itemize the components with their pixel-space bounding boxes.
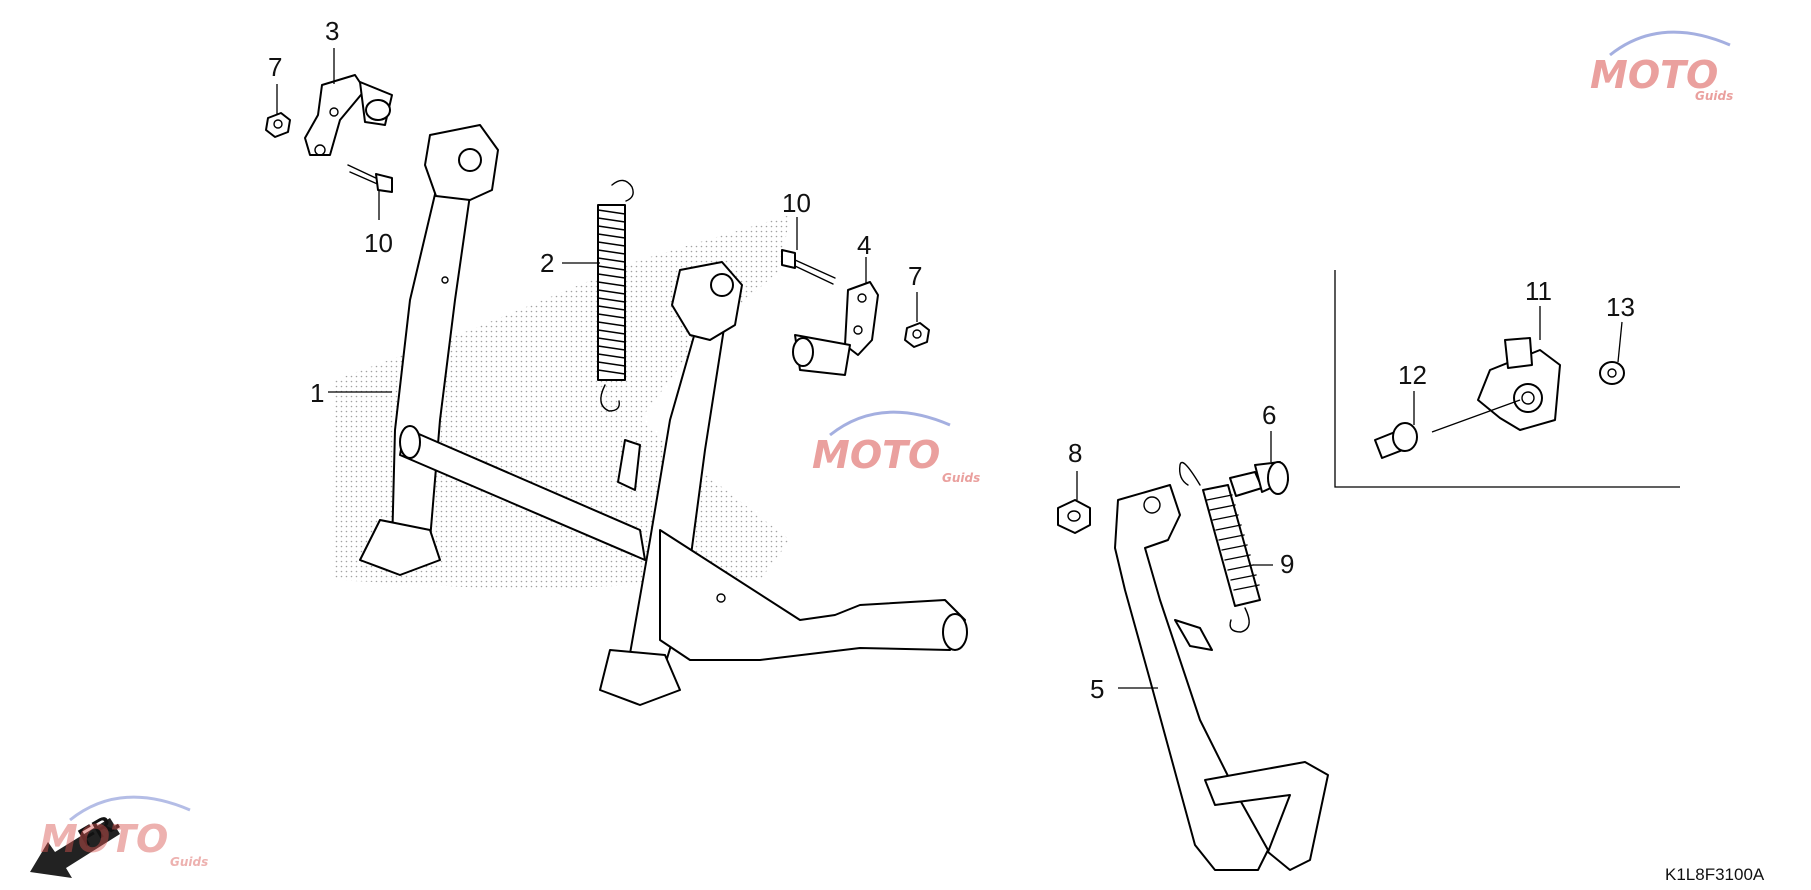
inset-frame [1334,270,1680,488]
watermark-sub: Guids [1695,89,1733,103]
nut-part-7a [265,112,291,138]
side-stand-part-5 [1114,484,1329,871]
nut-part-7b [904,322,930,348]
sensor-part-11 [1477,337,1561,431]
watermark-logo-center: MOTO Guids [812,410,980,485]
callout-12: 12 [1398,360,1427,390]
bracket-part-4 [792,281,879,376]
side-spring-part-9 [1178,461,1261,633]
callout-1: 1 [310,378,324,408]
main-stand-part-1 [359,124,968,706]
callout-6: 6 [1262,400,1276,430]
callout-7a: 7 [268,52,282,82]
callout-2: 2 [540,248,554,278]
callout-11: 11 [1525,276,1552,306]
watermark-main: MOTO [812,433,940,477]
watermark-logo-top: MOTO Guids [1590,30,1733,103]
callout-9: 9 [1280,549,1294,579]
watermark-sub: Guids [942,471,980,485]
callout-7b: 7 [908,261,922,291]
bolt-part-6 [1229,461,1289,497]
nut-part-8 [1057,499,1091,534]
callout-5: 5 [1090,674,1104,704]
bolt-part-12 [1374,422,1418,459]
watermark-logo-bottom: MOTO Guids [40,795,208,869]
callout-10a: 10 [364,228,393,258]
callout-4: 4 [857,230,871,260]
bolt-part-10b [781,249,836,285]
callout-8: 8 [1068,438,1082,468]
watermark-main: MOTO [1590,53,1718,97]
watermark-sub: Guids [170,855,208,869]
bracket-part-3 [304,74,393,156]
callout-10b: 10 [782,188,811,218]
leader-lines [276,48,1623,689]
stand-spring-part-2 [597,179,634,412]
washer-part-13 [1599,361,1625,385]
diagram-code: K1L8F3100A [1665,865,1765,884]
watermark-main: MOTO [40,817,168,861]
bolt-part-10a [347,164,393,193]
callout-13: 13 [1606,292,1635,322]
callout-3: 3 [325,16,339,46]
